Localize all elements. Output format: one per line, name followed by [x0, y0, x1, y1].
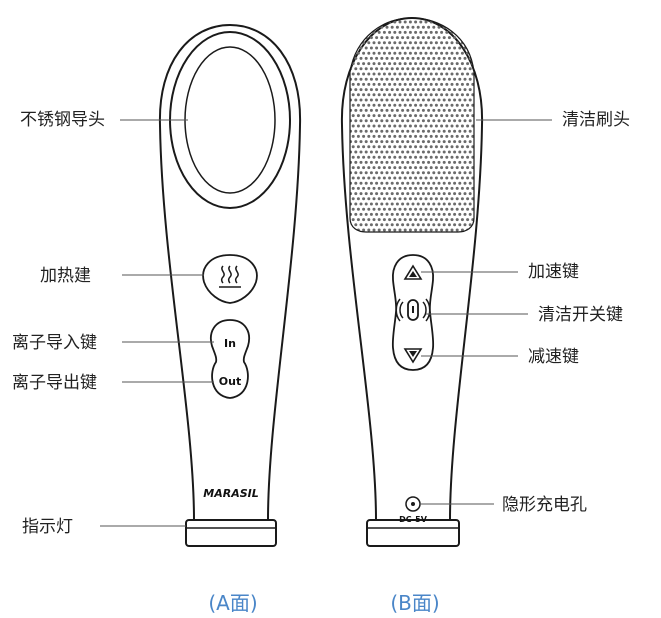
- callout-ion-in: 离子导入键: [12, 333, 214, 353]
- device-b-end-cap: [366, 519, 460, 547]
- svg-text:隐形充电孔: 隐形充电孔: [502, 495, 587, 515]
- svg-text:加热建: 加热建: [40, 266, 91, 286]
- callout-speed-down: 减速键: [421, 347, 579, 367]
- speed-up-button[interactable]: [403, 264, 423, 280]
- brand-logo: MARASIL: [203, 487, 258, 500]
- svg-text:清洁开关键: 清洁开关键: [538, 305, 623, 325]
- callout-indicator: 指示灯: [22, 517, 186, 537]
- heat-waves-icon: [219, 265, 241, 288]
- svg-text:不锈钢导头: 不锈钢导头: [20, 110, 105, 130]
- charge-port-label: DC-5V: [399, 515, 428, 524]
- power-switch-icon: [395, 298, 431, 322]
- svg-text:清洁刷头: 清洁刷头: [562, 110, 630, 130]
- svg-text:指示灯: 指示灯: [22, 517, 73, 537]
- device-b: DC-5V: [340, 16, 484, 547]
- svg-text:减速键: 减速键: [528, 347, 579, 367]
- face-label-b: (B面): [390, 591, 439, 615]
- svg-text:离子导入键: 离子导入键: [12, 333, 97, 353]
- svg-text:加速键: 加速键: [528, 262, 579, 282]
- ion-out-label[interactable]: Out: [219, 375, 241, 388]
- heating-button[interactable]: [202, 254, 258, 304]
- callout-charge-port: 隐形充电孔: [420, 495, 587, 515]
- device-a-end-cap: [185, 519, 277, 547]
- clean-switch-button[interactable]: [395, 298, 431, 322]
- callout-clean-switch: 清洁开关键: [426, 305, 623, 325]
- device-a: In Out MARASIL: [158, 23, 302, 547]
- callout-brush-head: 清洁刷头: [476, 110, 630, 130]
- callout-ion-out: 离子导出键: [12, 373, 214, 393]
- callout-steel-head: 不锈钢导头: [20, 110, 188, 130]
- callout-heating-button: 加热建: [40, 266, 204, 286]
- ion-button-pill: In Out: [210, 319, 250, 399]
- svg-text:离子导出键: 离子导出键: [12, 373, 97, 393]
- ion-in-label[interactable]: In: [224, 337, 236, 350]
- face-label-a: (A面): [208, 591, 257, 615]
- speed-down-button[interactable]: [403, 348, 423, 364]
- control-button-pill: [391, 254, 435, 371]
- callout-speed-up: 加速键: [421, 262, 579, 282]
